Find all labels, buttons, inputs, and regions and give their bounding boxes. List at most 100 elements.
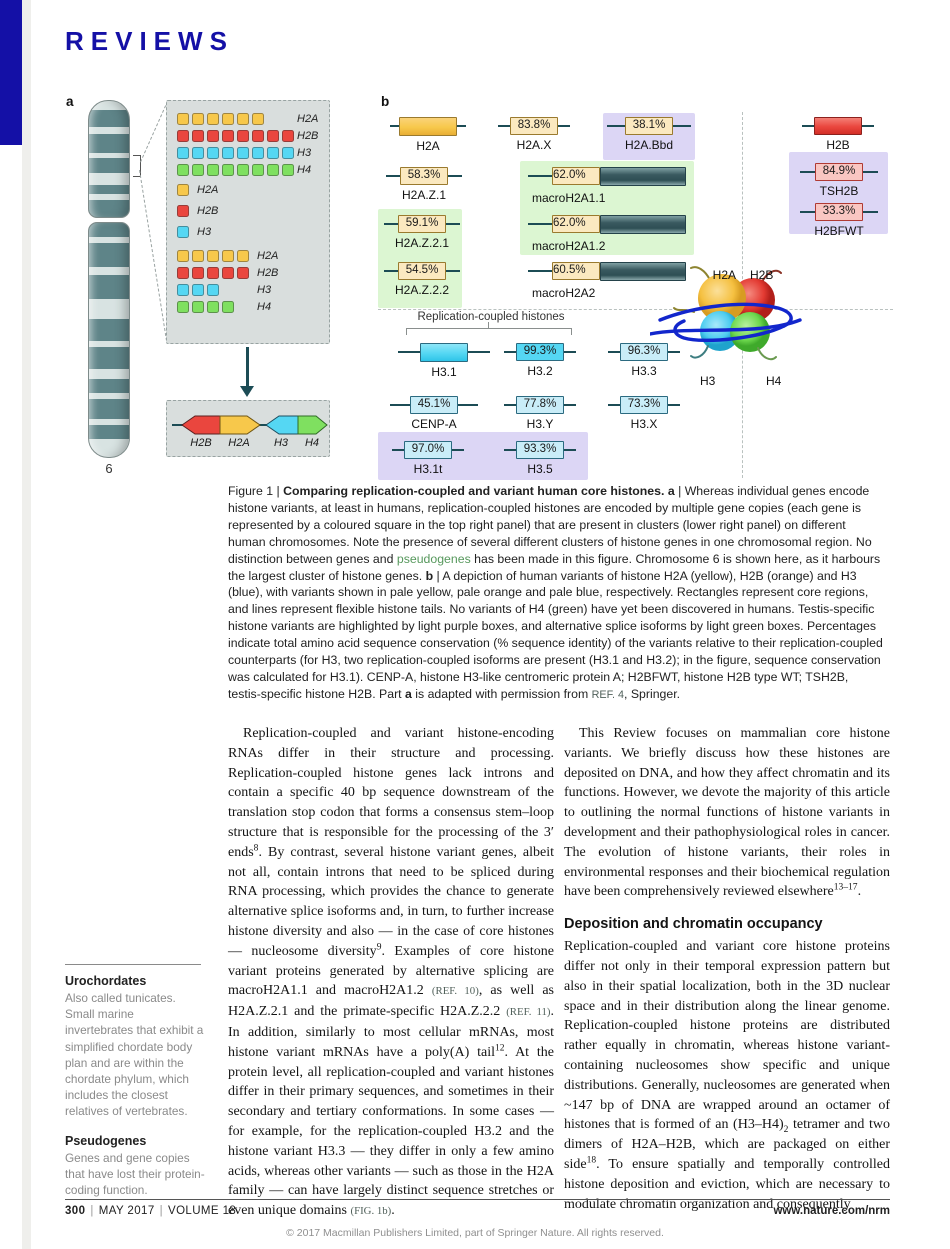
body-column-right: This Review focuses on mammalian core hi… bbox=[564, 724, 890, 1214]
gene-square bbox=[207, 284, 219, 296]
variant-h2az1: 58.3% H2A.Z.1 bbox=[386, 167, 462, 202]
gene-square bbox=[192, 130, 204, 142]
variant-h3y: 77.8% H3.Y bbox=[504, 396, 576, 431]
variant-h2b: H2B bbox=[802, 117, 874, 152]
conservation-pct: 99.3% bbox=[516, 343, 564, 361]
down-arrow-head bbox=[240, 386, 254, 397]
cluster-row: H2A bbox=[177, 250, 319, 262]
gene-square bbox=[192, 164, 204, 176]
paragraph: This Review focuses on mammalian core hi… bbox=[564, 726, 890, 900]
gene-arrow-h3 bbox=[265, 415, 299, 435]
gene-squares-h2a bbox=[177, 113, 297, 125]
dna-strand-loop bbox=[673, 319, 786, 343]
gene-square bbox=[222, 250, 234, 262]
variant-name: H2B bbox=[826, 138, 850, 152]
gene-square bbox=[207, 147, 219, 159]
gene-squares-h3 bbox=[177, 147, 297, 159]
cluster-row: H3 bbox=[177, 147, 319, 159]
variant-name: H3.2 bbox=[527, 364, 553, 378]
cluster-row: H2B bbox=[177, 130, 319, 142]
gene-square bbox=[267, 130, 279, 142]
conservation-pct: 58.3% bbox=[400, 167, 448, 185]
chromosome-region-bracket bbox=[133, 155, 141, 177]
replication-coupled-label: Replication-coupled histones bbox=[417, 311, 565, 323]
cluster-row: H4 bbox=[177, 164, 319, 176]
zoom-dashed-line-bottom bbox=[139, 170, 168, 342]
glossary-definition: Also called tunicates. Small marine inve… bbox=[65, 991, 204, 1119]
variant-h2az21: 59.1% H2A.Z.2.1 bbox=[384, 215, 460, 250]
gene-square bbox=[237, 113, 249, 125]
copyright-notice: © 2017 Macmillan Publishers Limited, par… bbox=[286, 1227, 664, 1239]
row-label: H2B bbox=[297, 130, 319, 142]
gene-arrow-label: H4 bbox=[304, 437, 320, 449]
section-heading: Deposition and chromatin occupancy bbox=[564, 916, 823, 933]
conservation-pct: 33.3% bbox=[815, 203, 863, 221]
row-label: H2A bbox=[257, 250, 279, 262]
gene-squares-h4 bbox=[177, 164, 297, 176]
variant-name: macroH2A1.2 bbox=[532, 239, 606, 253]
gene-square bbox=[207, 267, 219, 279]
legend-label: H2B bbox=[197, 205, 219, 217]
variant-name: CENP-A bbox=[411, 417, 457, 431]
body-column-left: Replication-coupled and variant histone-… bbox=[228, 724, 554, 1222]
conservation-pct: 97.0% bbox=[404, 441, 452, 459]
paragraph: Replication-coupled and variant core his… bbox=[564, 939, 890, 1212]
variant-h3x: 73.3% H3.X bbox=[608, 396, 680, 431]
variant-macroh2a12: 62.0% macroH2A1.2 bbox=[528, 215, 686, 255]
gene-squares-h2b bbox=[177, 130, 297, 142]
gene-square bbox=[252, 130, 264, 142]
variant-cenpa: 45.1% CENP-A bbox=[390, 396, 478, 431]
dna-strand-lower bbox=[650, 318, 802, 336]
gene-square bbox=[252, 164, 264, 176]
row-label: H4 bbox=[297, 164, 312, 176]
h2a-tail bbox=[690, 266, 711, 281]
chromosome-q-arm bbox=[88, 222, 130, 458]
nucleosome-label-h4: H4 bbox=[766, 374, 782, 388]
chromosome-number: 6 bbox=[105, 461, 113, 476]
variant-name: H3.1t bbox=[413, 462, 443, 476]
glossary-sidebar: Urochordates Also called tunicates. Smal… bbox=[65, 964, 205, 1198]
gene-square bbox=[252, 147, 264, 159]
conservation-pct: 54.5% bbox=[398, 262, 446, 280]
gene-square bbox=[237, 267, 249, 279]
variant-name: H2A.X bbox=[516, 138, 552, 152]
variant-macroh2a2: 60.5% macroH2A2 bbox=[528, 262, 686, 302]
legend-square-h2b bbox=[177, 205, 189, 217]
footer-rule bbox=[65, 1199, 890, 1200]
footer: 300|MAY 2017|VOLUME 18 www.nature.com/nr… bbox=[65, 1205, 890, 1217]
conservation-pct: 93.3% bbox=[516, 441, 564, 459]
issue-date: MAY 2017 bbox=[98, 1205, 155, 1217]
gene-square bbox=[222, 267, 234, 279]
replication-coupled-bracket bbox=[406, 328, 572, 335]
gene-square bbox=[207, 250, 219, 262]
gene-square bbox=[177, 267, 189, 279]
quadrant-divider-horizontal bbox=[378, 309, 893, 310]
legend-row: H2A bbox=[177, 184, 319, 196]
gene-arrow-h4 bbox=[297, 415, 328, 435]
macro-domain-bar bbox=[600, 215, 686, 234]
conservation-pct: 96.3% bbox=[620, 343, 668, 361]
row-label: H3 bbox=[257, 284, 272, 296]
gene-squares-h3 bbox=[177, 284, 257, 296]
h2a-sphere bbox=[698, 274, 746, 322]
footer-separator: | bbox=[90, 1205, 94, 1217]
figure-caption: Figure 1 | Comparing replication-coupled… bbox=[228, 484, 883, 701]
legend-label: H3 bbox=[197, 226, 212, 238]
core-region bbox=[814, 117, 862, 135]
panel-b-label: b bbox=[381, 94, 390, 109]
variant-h2az22: 54.5% H2A.Z.2.2 bbox=[384, 262, 460, 297]
conservation-pct: 45.1% bbox=[410, 396, 458, 414]
gene-square bbox=[207, 301, 219, 313]
conservation-pct: 83.8% bbox=[510, 117, 558, 135]
paragraph: Replication-coupled and variant histone-… bbox=[228, 726, 555, 1219]
variant-h31: H3.1 bbox=[398, 343, 490, 379]
variant-h2bfwt: 33.3% H2BFWT bbox=[800, 203, 878, 238]
h4-tail bbox=[757, 347, 777, 361]
gene-squares-h2b bbox=[177, 267, 257, 279]
variant-name: macroH2A1.1 bbox=[532, 191, 606, 205]
variant-h2ax: 83.8% H2A.X bbox=[498, 117, 570, 152]
bracket-tick bbox=[488, 322, 489, 328]
variant-name: H2A bbox=[416, 139, 440, 153]
nucleosome-label-h3: H3 bbox=[700, 374, 716, 388]
conservation-pct: 73.3% bbox=[620, 396, 668, 414]
